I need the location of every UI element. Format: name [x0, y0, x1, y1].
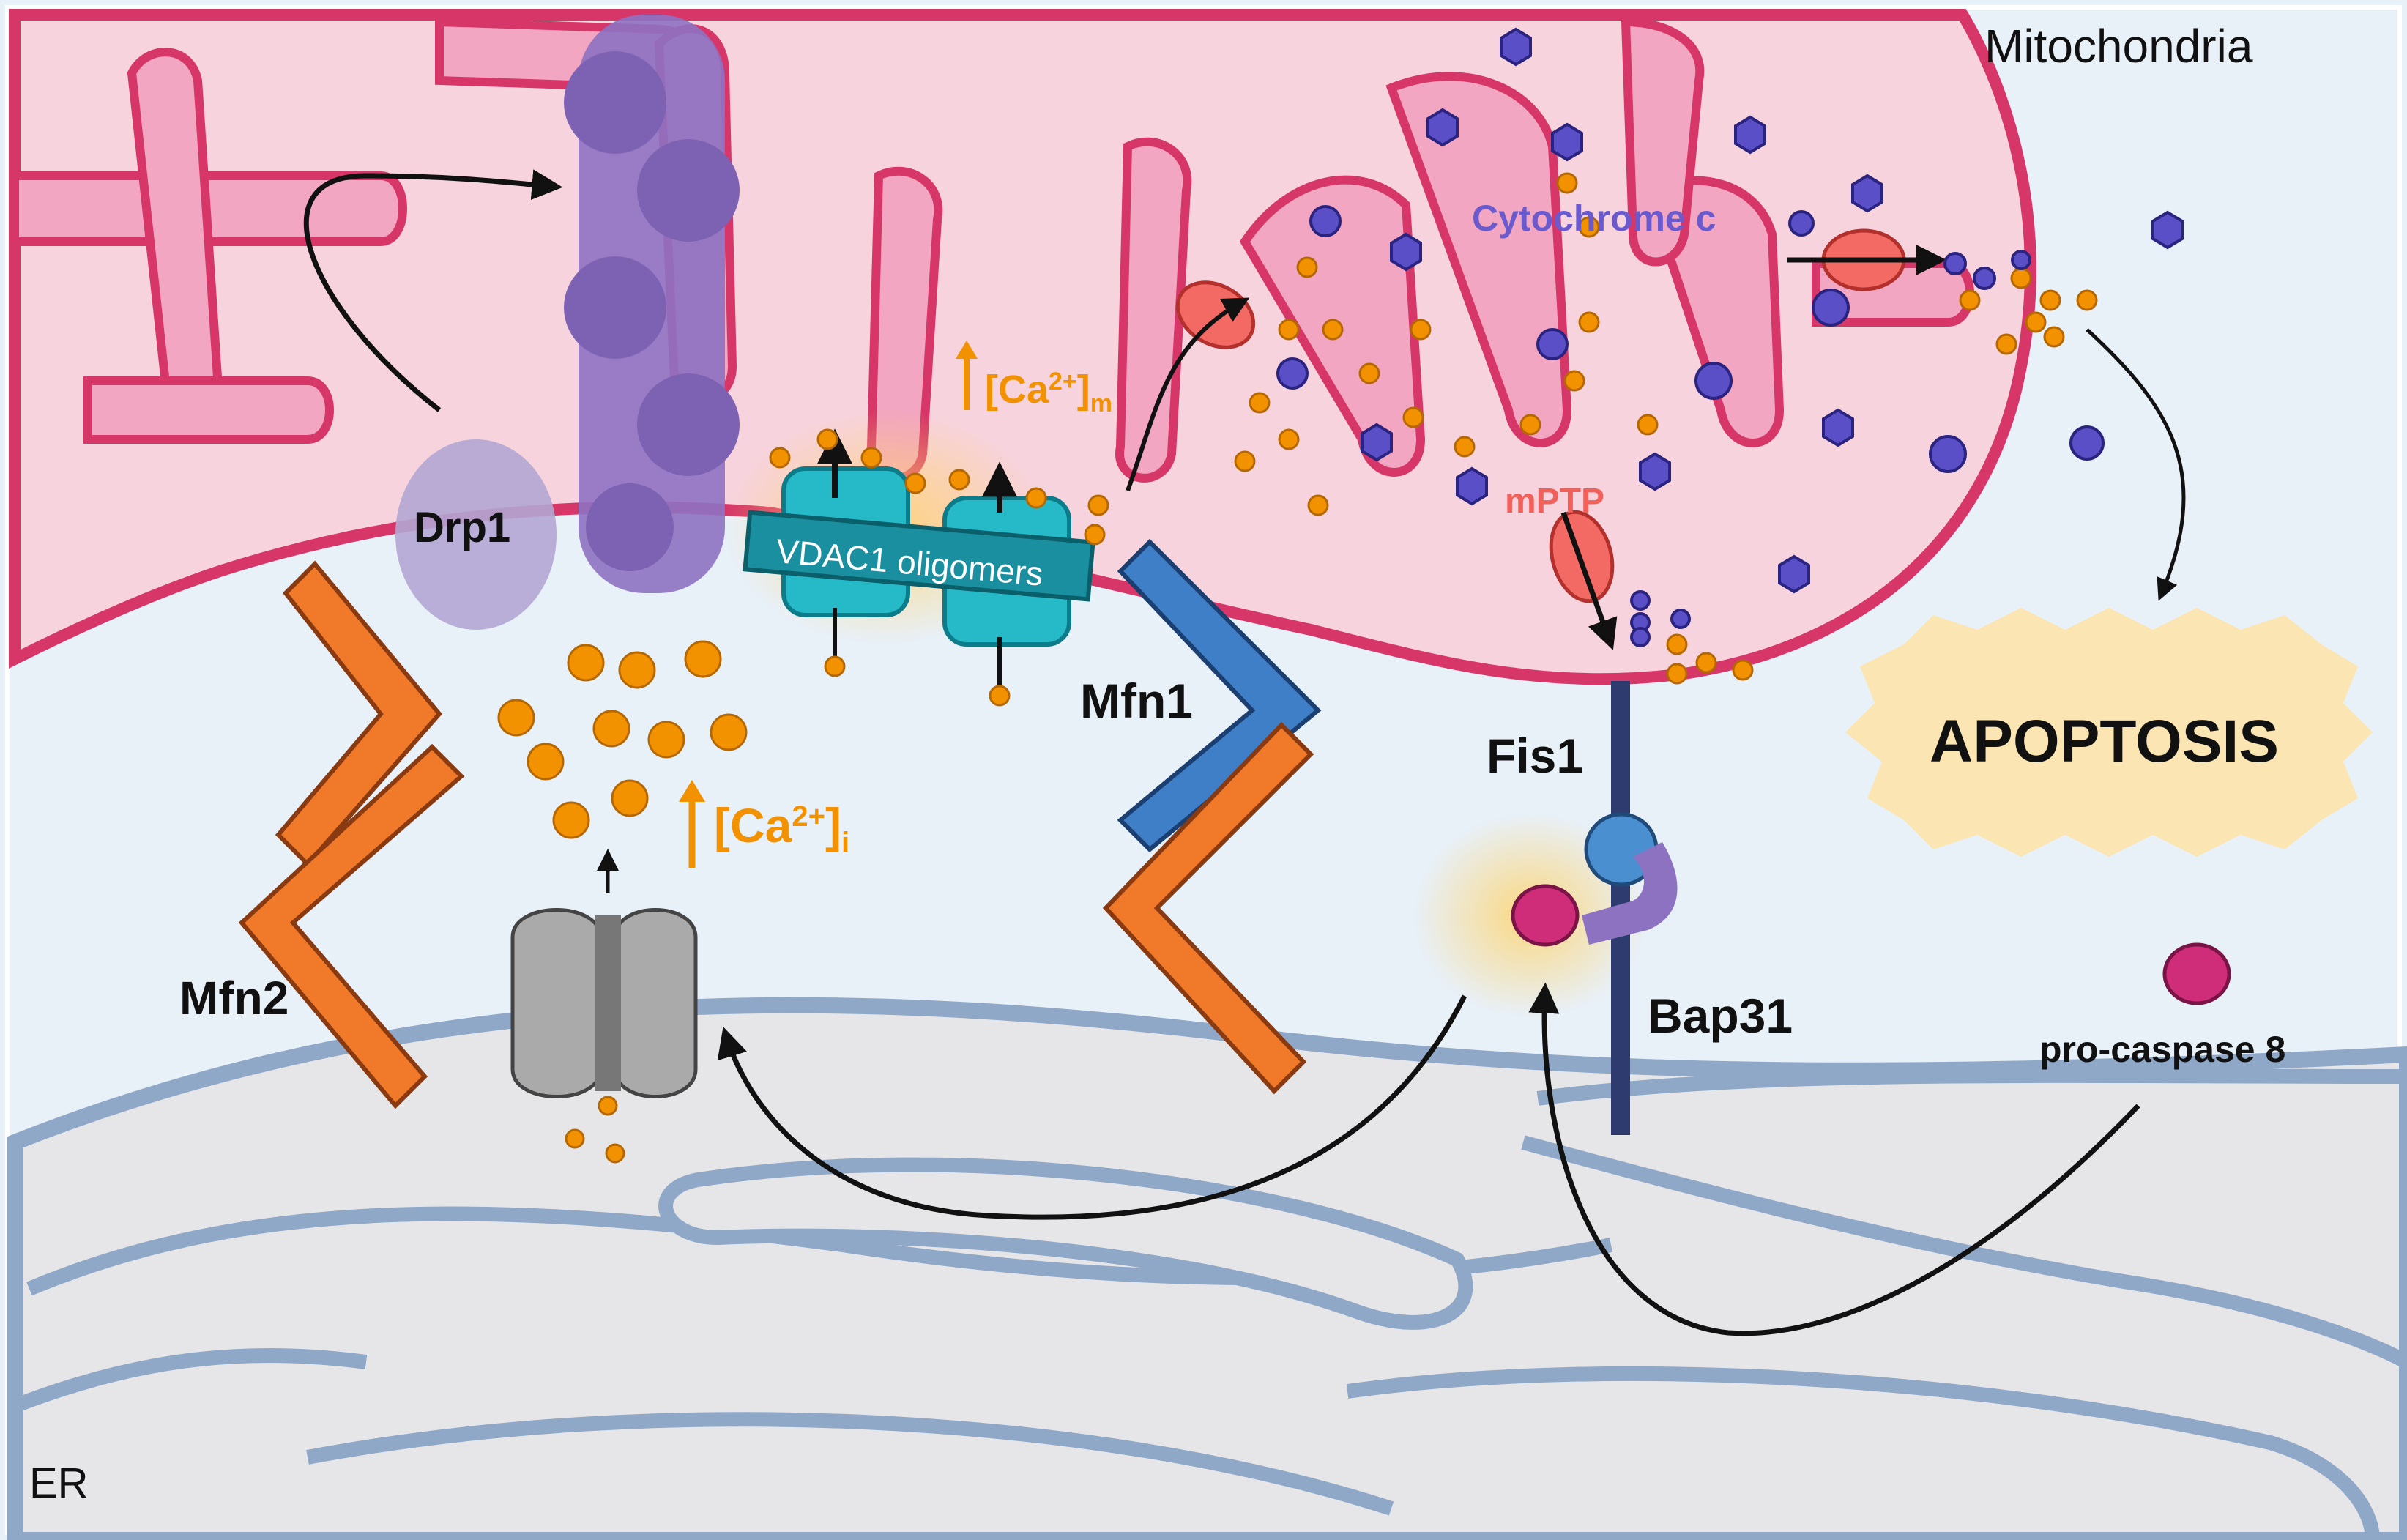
mfn1-protein — [1102, 538, 1322, 1095]
procaspase-label: pro-caspase 8 — [2039, 1029, 2285, 1070]
apoptosis-label: APOPTOSIS — [1930, 708, 2279, 775]
fis1-label: Fis1 — [1487, 729, 1583, 783]
caspase-arrow — [1528, 982, 2140, 1336]
svg-text:[Ca2+]m: [Ca2+]m — [985, 368, 1112, 417]
ca-mito-sup: 2+ — [1049, 368, 1077, 395]
bound-procaspase — [1511, 884, 1580, 947]
bap31-label: Bap31 — [1648, 989, 1793, 1043]
ca-mito-text: [Ca — [985, 368, 1049, 412]
mfn2-label: Mfn2 — [179, 972, 289, 1024]
endoplasmic-reticulum — [7, 997, 2407, 1540]
drp1-protein — [395, 439, 557, 630]
drp1-label: Drp1 — [414, 504, 510, 551]
ca-uptake-arrow — [1126, 297, 1250, 492]
mfn1-label: Mfn1 — [1080, 674, 1193, 728]
ca-intra-indicator: [Ca2+]i — [679, 780, 849, 868]
ca-intra-sup: 2+ — [792, 800, 825, 833]
mptp-label: mPTP — [1505, 482, 1604, 521]
cytochrome-label: Cytochrome c — [1472, 198, 1716, 239]
calcium-ions — [497, 172, 2098, 1164]
ca-intra-bracket: ] — [825, 798, 841, 852]
mitochondria-label: Mitochondria — [1984, 20, 2253, 72]
apoptosis-burst — [1845, 608, 2373, 857]
ca-mito-indicator: [Ca2+]m — [956, 341, 1112, 417]
apoptosis-arrow — [2086, 328, 2186, 601]
cytochrome-c-molecules — [1276, 27, 2184, 647]
er-label: ER — [29, 1459, 89, 1507]
mptp-arrow — [1560, 511, 1618, 650]
ca-intra-text: [Ca — [714, 798, 793, 852]
ca-mito-sub: m — [1090, 390, 1112, 417]
fis1-bap31-complex — [1582, 681, 1678, 1135]
mfn2-protein — [238, 560, 465, 1109]
ip3r-channel — [510, 908, 698, 1098]
drp1-recruitment-arrow — [303, 169, 563, 412]
ca-mito-bracket: ] — [1077, 368, 1090, 412]
vdac1-oligomers — [743, 466, 1095, 692]
drp1-ring — [564, 15, 740, 593]
svg-text:[Ca2+]i: [Ca2+]i — [714, 798, 849, 859]
er-feedback-arrow — [717, 994, 1467, 1220]
ca-intra-sub: i — [841, 827, 849, 859]
free-procaspase — [2162, 942, 2231, 1005]
